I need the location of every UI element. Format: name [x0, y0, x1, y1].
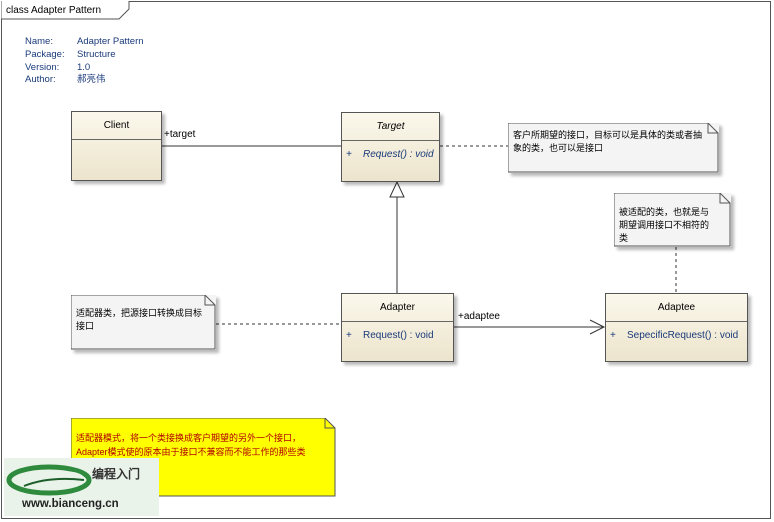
meta-value: 1.0: [77, 61, 91, 73]
meta-key: Name:: [25, 36, 53, 47]
meta-package-row: Package: Structure: [25, 49, 144, 62]
visibility-marker: +: [610, 330, 616, 341]
meta-version-row: Version: 1.0: [25, 62, 144, 75]
operation[interactable]: Request() : void: [363, 149, 434, 160]
meta-key: Author:: [25, 74, 56, 86]
meta-key: Package:: [25, 48, 65, 60]
leaf-logo-icon: [6, 464, 92, 496]
class-client[interactable]: Client: [71, 111, 162, 181]
visibility-marker: +: [346, 149, 352, 160]
class-name: Adapter: [342, 294, 453, 322]
note-text: 适配器模式，将一个类接换成客户期望的另外一个接口，Adapter模式使的原本由于…: [76, 433, 306, 457]
logo-text: 编程入门: [92, 467, 141, 481]
operation[interactable]: Request() : void: [363, 330, 434, 341]
note-shape: [508, 123, 719, 173]
note-adapter[interactable]: 适配器类，把源接口转换成目标接口: [71, 295, 216, 350]
meta-value: 郝亮伟: [77, 74, 106, 86]
note-text: 被适配的类，也就是与期望调用接口不相符的类: [619, 207, 710, 243]
note-text: 客户所期望的接口，目标可以是具体的类或者抽象的类，也可以是接口: [513, 130, 703, 153]
class-name: Adaptee: [606, 294, 747, 322]
visibility-marker: +: [346, 330, 352, 341]
diagram-metadata: Name: Adapter Pattern Package: Structure…: [25, 36, 144, 87]
frame-title: class Adapter Pattern: [6, 5, 102, 16]
meta-value: Adapter Pattern: [77, 36, 144, 47]
watermark-logo: 编程入门 www.bianceng.cn: [4, 458, 159, 516]
meta-value: Structure: [77, 48, 116, 60]
meta-author-row: Author: 郝亮伟: [25, 74, 144, 87]
class-operations: + Request() : void: [342, 322, 453, 341]
note-target[interactable]: 客户所期望的接口，目标可以是具体的类或者抽象的类，也可以是接口: [508, 123, 719, 173]
association-arrowhead: [589, 319, 606, 335]
role-label-adaptee: +adaptee: [458, 311, 500, 322]
note-shape: [71, 295, 216, 350]
class-operations: + SepecificRequest() : void: [606, 322, 747, 341]
generalization-arrowhead: [389, 180, 405, 198]
class-operations: + Request() : void: [342, 141, 439, 160]
note-adaptee[interactable]: 被适配的类，也就是与期望调用接口不相符的类: [614, 193, 731, 247]
class-adapter[interactable]: Adapter + Request() : void: [341, 293, 454, 362]
meta-name-row: Name: Adapter Pattern: [25, 36, 144, 49]
note-text: 适配器类，把源接口转换成目标接口: [76, 308, 203, 331]
class-name: Client: [72, 112, 161, 140]
operation[interactable]: SepecificRequest() : void: [627, 330, 739, 341]
logo-url: www.bianceng.cn: [22, 498, 119, 510]
role-label-target: +target: [164, 129, 196, 140]
note-shape: [614, 193, 731, 247]
class-target[interactable]: Target + Request() : void: [341, 112, 440, 182]
frame-title-tab: [1, 1, 130, 20]
meta-key: Version:: [25, 61, 60, 73]
class-adaptee[interactable]: Adaptee + SepecificRequest() : void: [605, 293, 748, 362]
class-name: Target: [342, 113, 439, 141]
